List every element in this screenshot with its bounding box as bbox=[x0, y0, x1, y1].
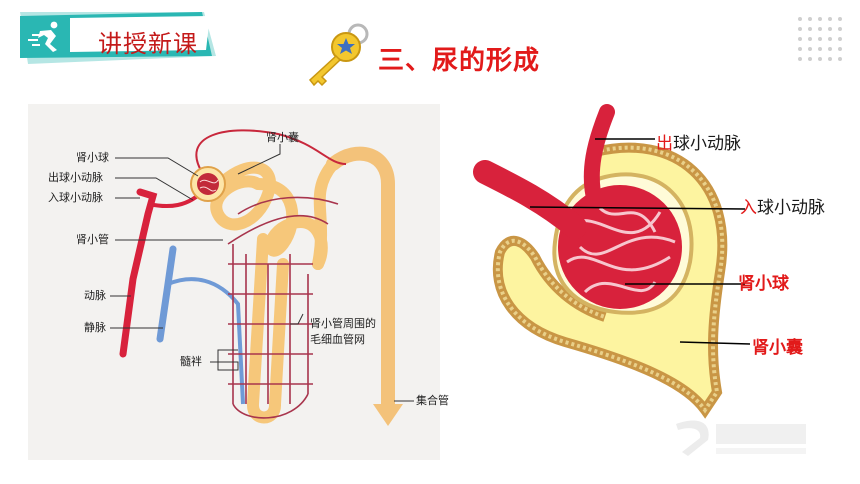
key-icon bbox=[308, 23, 369, 87]
label-renal-capsule: 肾小囊 bbox=[266, 131, 299, 144]
nephron-diagram: 肾小球 出球小动脉 入球小动脉 肾小管 动脉 静脉 肾小囊 肾小管周围的 毛细血… bbox=[28, 104, 449, 460]
label-capillary-line1: 肾小管周围的 bbox=[310, 317, 376, 330]
glomerulus-closeup-illustration bbox=[473, 104, 751, 419]
watermark-logo bbox=[676, 420, 806, 456]
label-efferent-closeup: 出球小动脉 bbox=[656, 136, 741, 153]
label-capsule-closeup: 肾小囊 bbox=[752, 338, 803, 358]
label-afferent-rest: 球小动脉 bbox=[757, 198, 825, 218]
label-capillary-line2: 毛细血管网 bbox=[310, 333, 365, 346]
nephron-illustration bbox=[110, 129, 414, 426]
banner-title: 讲授新课 bbox=[98, 30, 198, 58]
label-afferent-first-char: 入 bbox=[740, 198, 757, 218]
label-glomerulus: 肾小球 bbox=[76, 151, 109, 164]
label-vein: 静脉 bbox=[84, 321, 106, 334]
label-efferent-arteriole: 出球小动脉 bbox=[48, 171, 103, 184]
label-artery: 动脉 bbox=[84, 289, 106, 302]
label-collecting-duct: 集合管 bbox=[416, 394, 449, 407]
dot-grid-decoration bbox=[798, 17, 842, 61]
label-efferent-rest: 球小动脉 bbox=[673, 134, 741, 154]
label-loop-of-henle: 髓袢 bbox=[180, 355, 202, 368]
header-banner: 讲授新课 bbox=[20, 12, 216, 64]
label-afferent-arteriole: 入球小动脉 bbox=[48, 191, 103, 204]
label-renal-tubule: 肾小管 bbox=[76, 233, 109, 246]
section-title: 三、尿的形成 bbox=[378, 46, 541, 76]
label-afferent-closeup: 入球小动脉 bbox=[740, 200, 825, 217]
label-glomerulus-closeup: 肾小球 bbox=[738, 274, 789, 294]
label-efferent-first-char: 出 bbox=[656, 134, 673, 154]
